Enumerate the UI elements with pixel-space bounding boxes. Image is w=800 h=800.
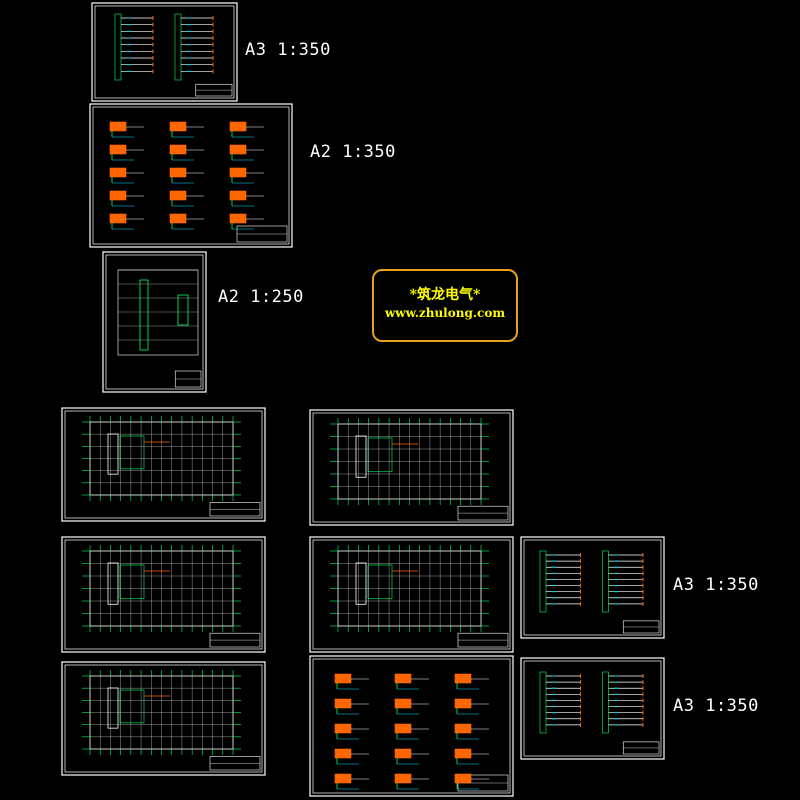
sheet-a2-panels-panel (109, 167, 127, 178)
sheet-plan-1-cables (119, 435, 145, 470)
sheet-a2-panels-2-panel (334, 673, 352, 684)
sheet-a2-panels-panel (109, 121, 127, 132)
sheet-a2-panels-2-panel (334, 773, 352, 784)
sheet-a2-panels-panel (109, 144, 127, 155)
sheet-a2-panels-inner-frame (92, 106, 290, 245)
sheet-a2-plan-building (117, 269, 199, 356)
sheet-plan-1-room (107, 433, 119, 475)
sheet-a2-panels-panel (109, 190, 127, 201)
sheet-a2-panels-panel (169, 144, 187, 155)
sheet-plan-3-cables (119, 564, 145, 600)
logo-url: www.zhulong.com (384, 306, 506, 320)
sheet-a3-right-1-inner-frame (523, 539, 662, 636)
sheet-plan-2-inner-frame (312, 412, 511, 523)
zhulong-logo-box[interactable]: *筑龙电气* www.zhulong.com (372, 269, 518, 342)
sheet-plan-1-inner-frame (64, 410, 263, 519)
sheet-a2-panels-panel (169, 167, 187, 178)
sheet-plan-3-room (107, 562, 119, 605)
sheet-a2-panels-2-panel (334, 748, 352, 759)
logo-title: *筑龙电气* (409, 287, 481, 303)
sheet-a2-panels-panel (109, 213, 127, 224)
sheet-a3-top (91, 2, 238, 102)
sheet-a2-panels-2-panel (454, 773, 472, 784)
sheet-a3-right-1 (520, 536, 665, 639)
sheet-a2-panels-2-panel (454, 748, 472, 759)
sheet-a2-panels-2-panel (394, 773, 412, 784)
sheet-plan-2-cables (367, 437, 393, 473)
sheet-a2-panels-panel (229, 121, 247, 132)
sheet-plan-2 (309, 409, 514, 526)
sheet-a3-right-2-bus-1 (602, 671, 609, 734)
sheet-plan-3 (61, 536, 266, 653)
sheet-a2-panels-2-panel (334, 723, 352, 734)
sheet-plan-4-inner-frame (312, 539, 511, 650)
sheet-plan-5-room (107, 687, 119, 729)
sheet-plan-4-room (355, 562, 367, 605)
sheet-a2-panels-2-panel (394, 723, 412, 734)
sheet-a2-panels (89, 103, 293, 248)
sheet-plan-4-cables (367, 564, 393, 600)
sheet-label-a3-top: A3 1:350 (245, 40, 331, 60)
sheet-a3-right-2-bus-0 (539, 671, 547, 734)
sheet-plan-4 (309, 536, 514, 653)
sheet-a2-panels-2-panel (394, 673, 412, 684)
sheet-a3-right-2-inner-frame (523, 660, 662, 757)
sheet-a2-panels-panel (169, 121, 187, 132)
sheet-a2-panels-2-panel (394, 698, 412, 709)
sheet-a2-panels-2-panel (394, 748, 412, 759)
sheet-a2-panels-panel (229, 144, 247, 155)
sheet-a2-panels-panel (169, 190, 187, 201)
sheet-a2-panels-2-panel (454, 698, 472, 709)
sheet-a3-top-inner-frame (94, 5, 235, 99)
sheet-a2-panels-2-panel (454, 723, 472, 734)
sheet-plan-5-inner-frame (64, 664, 263, 773)
sheet-a2-panels-panel (229, 213, 247, 224)
sheet-plan-2-room (355, 435, 367, 478)
sheet-a3-top-bus-0 (114, 13, 122, 81)
sheet-a2-panels-2 (309, 655, 514, 797)
sheet-a2-plan-riser-2 (177, 294, 189, 326)
sheet-label-a3-right-bottom: A3 1:350 (673, 696, 759, 716)
sheet-plan-3-inner-frame (64, 539, 263, 650)
sheet-a2-panels-panel (229, 190, 247, 201)
sheet-a3-right-1-bus-0 (539, 550, 547, 613)
sheet-label-a3-right-middle: A3 1:350 (673, 575, 759, 595)
sheet-plan-5-cables (119, 689, 145, 724)
sheet-a3-right-2 (520, 657, 665, 760)
sheet-label-a2-second: A2 1:350 (310, 142, 396, 162)
sheet-a2-panels-2-panel (454, 673, 472, 684)
sheet-label-a2-third: A2 1:250 (218, 287, 304, 307)
sheet-a2-panels-2-panel (334, 698, 352, 709)
sheet-a2-plan-riser (139, 279, 149, 351)
sheet-a2-panels-panel (229, 167, 247, 178)
sheet-a2-plan (102, 251, 207, 393)
sheet-a2-panels-2-inner-frame (312, 658, 511, 794)
sheet-a3-right-1-bus-1 (602, 550, 609, 613)
sheet-a2-plan-inner-frame (105, 254, 204, 390)
sheet-plan-5 (61, 661, 266, 776)
sheet-plan-1 (61, 407, 266, 522)
sheet-a2-panels-panel (169, 213, 187, 224)
sheet-a3-top-bus-1 (174, 13, 182, 81)
